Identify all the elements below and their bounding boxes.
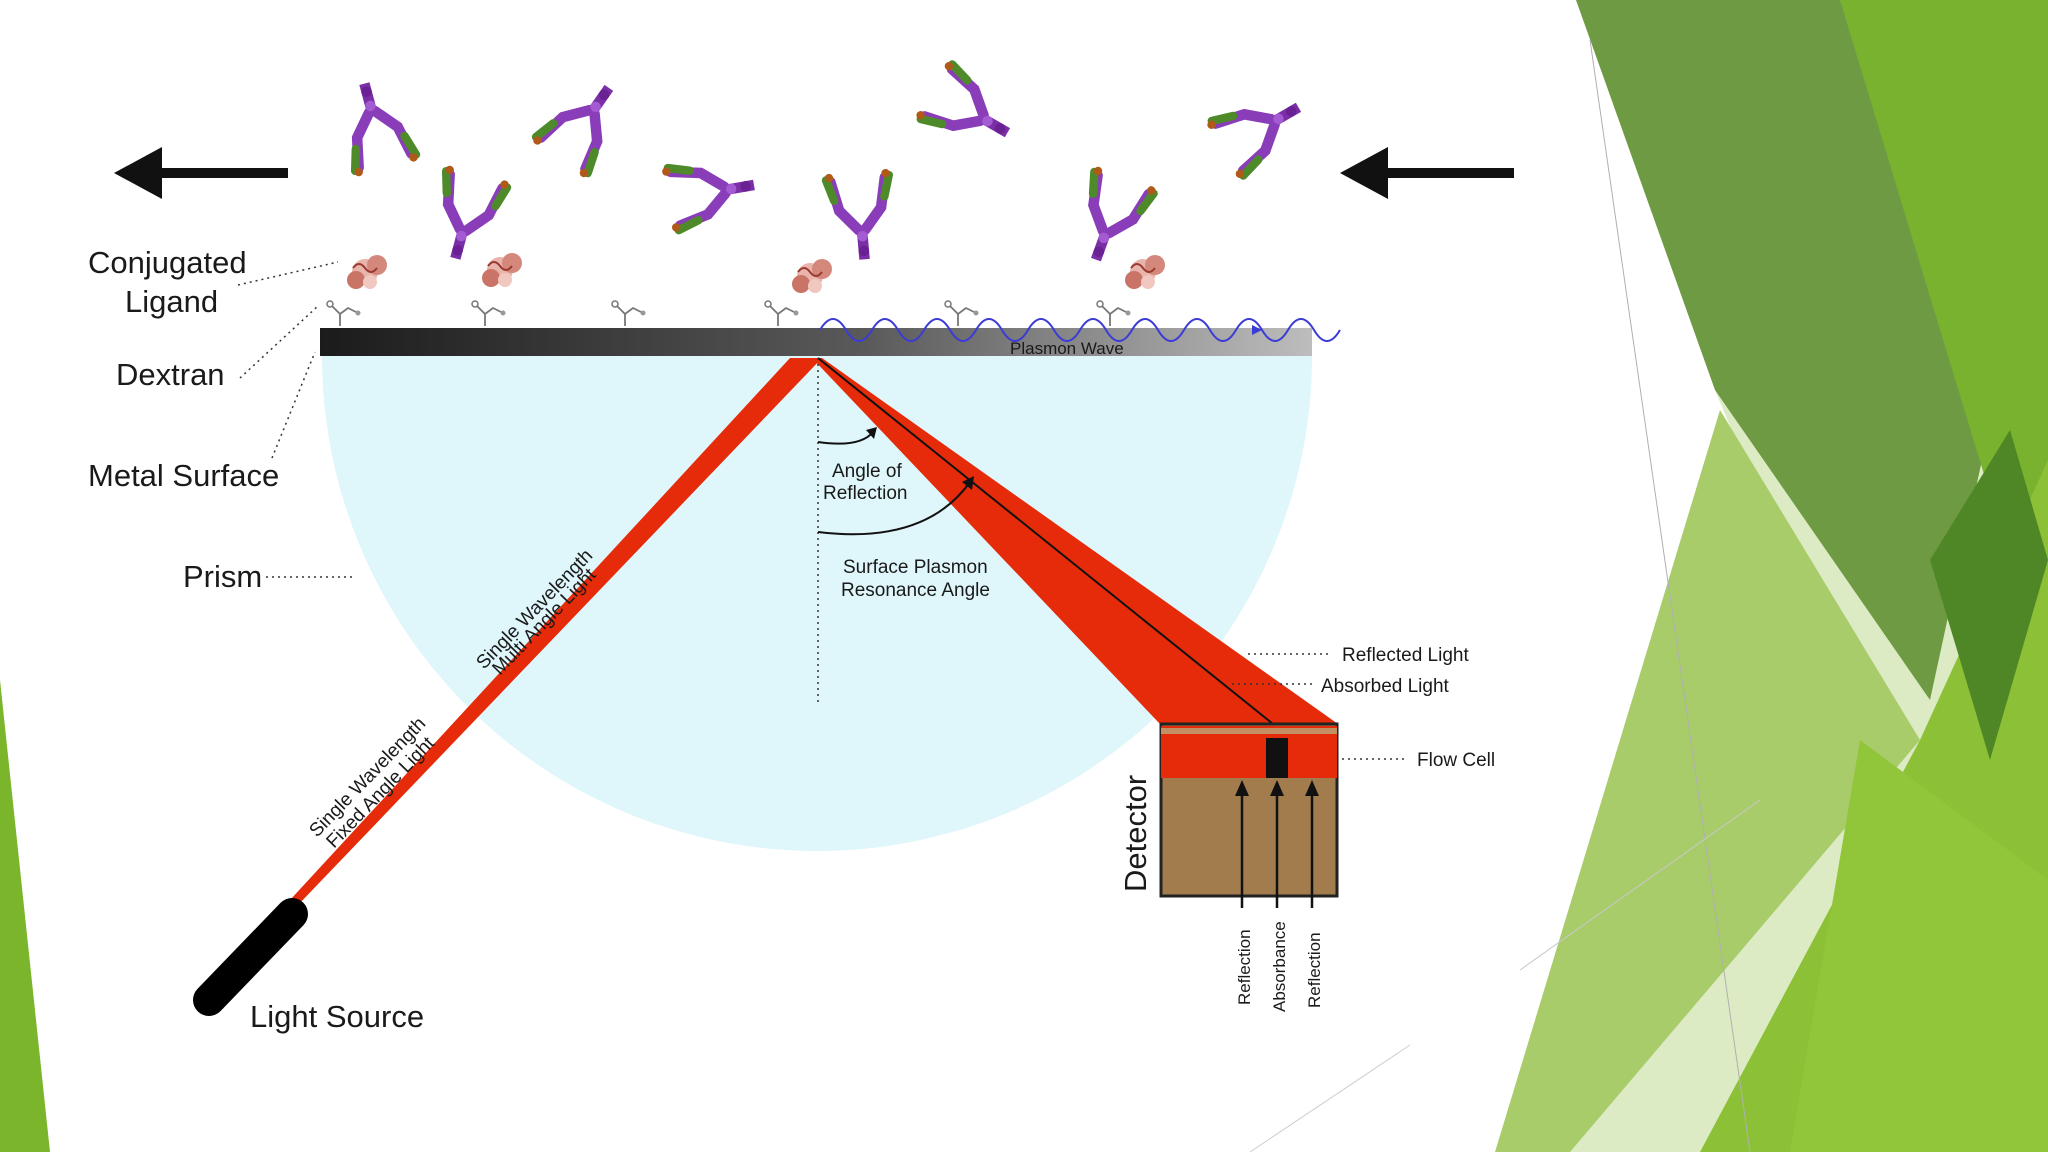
reflected-beam-center xyxy=(817,357,1274,725)
reflection-left-label: Reflection xyxy=(1235,929,1254,1005)
light-source-label: Light Source xyxy=(250,999,424,1034)
angle-of-reflection-label-1: Angle of xyxy=(832,461,902,482)
spr-angle-label-1: Surface Plasmon xyxy=(843,557,988,578)
flow-cell-label: Flow Cell xyxy=(1417,750,1495,771)
prism-label: Prism xyxy=(183,559,262,594)
plasmon-wave xyxy=(819,318,1341,342)
reflected-beam xyxy=(812,358,1338,724)
flow-cell xyxy=(1161,726,1337,778)
absorbance-label: Absorbance xyxy=(1270,921,1289,1012)
detector-label: Detector xyxy=(1118,775,1153,892)
metal-surface-bar xyxy=(320,328,1312,356)
flow-arrow-right-icon xyxy=(1340,147,1514,199)
metal-surface-label: Metal Surface xyxy=(88,458,279,493)
reflection-right-label: Reflection xyxy=(1305,932,1324,1008)
plasmon-wave-label: Plasmon Wave xyxy=(1010,339,1124,358)
incident-beam xyxy=(290,358,822,905)
ligand-protein-icons xyxy=(346,252,1166,294)
light-source-icon xyxy=(193,898,308,1016)
conjugated-ligand-label-1: Conjugated xyxy=(88,245,247,280)
prism xyxy=(322,356,1312,851)
reflected-light-label: Reflected Light xyxy=(1342,645,1469,666)
conjugated-ligand-label-2: Ligand xyxy=(125,284,218,319)
absorbed-light-label: Absorbed Light xyxy=(1321,676,1450,697)
dextran-linkers xyxy=(326,300,1132,327)
flow-arrow-left-icon xyxy=(114,147,288,199)
dextran-label: Dextran xyxy=(116,357,225,392)
spr-angle-arc xyxy=(817,481,971,536)
angle-of-reflection-label-2: Reflection xyxy=(823,483,908,504)
detector-arrows xyxy=(1235,780,1319,908)
spr-angle-label-2: Resonance Angle xyxy=(841,580,990,601)
antibody-icons xyxy=(333,60,1315,270)
absorbed-spot xyxy=(1266,738,1288,778)
